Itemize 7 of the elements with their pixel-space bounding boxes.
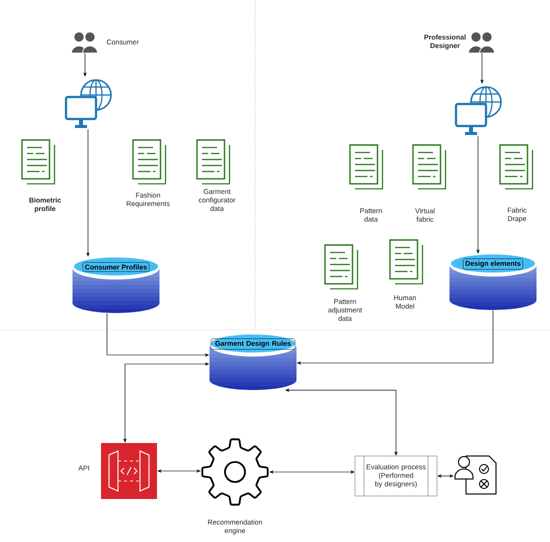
gear-icon <box>201 438 269 506</box>
person-icon <box>468 32 495 54</box>
evaluator-document-icon <box>454 456 496 494</box>
api-gateway-icon <box>101 443 157 499</box>
person-icon <box>71 32 98 54</box>
computer-globe-icon <box>64 79 112 128</box>
computer-globe-icon <box>454 86 502 135</box>
